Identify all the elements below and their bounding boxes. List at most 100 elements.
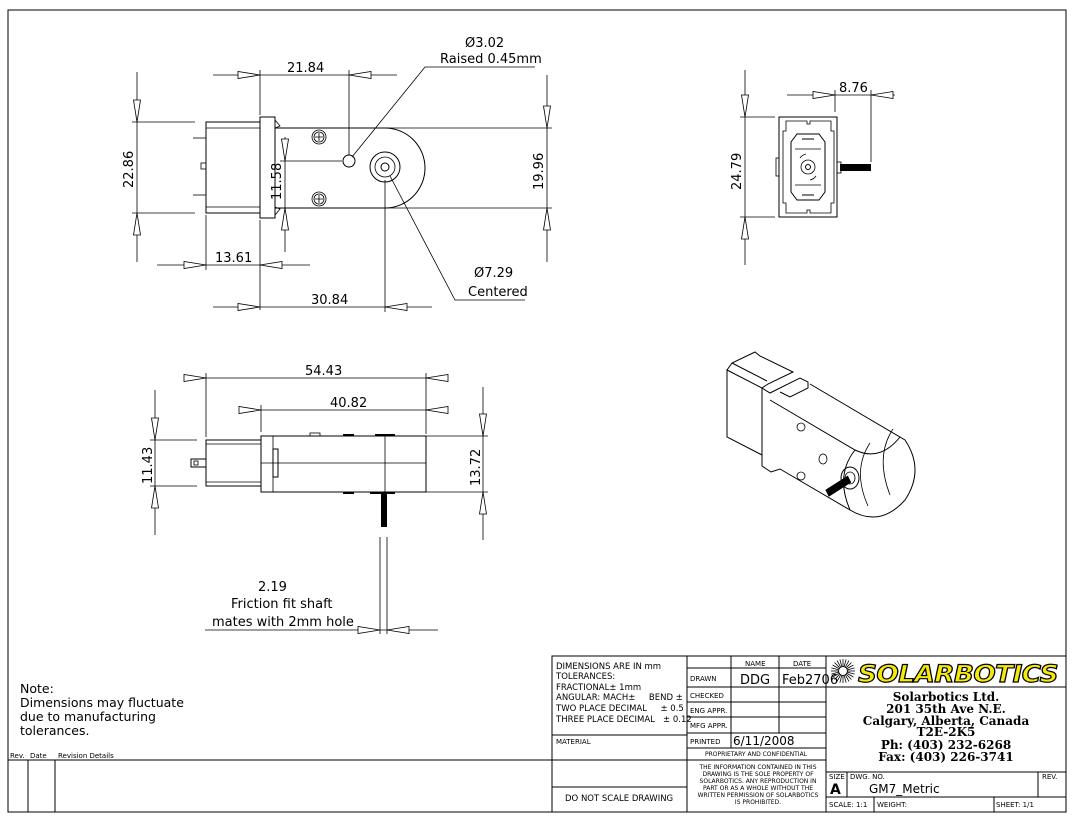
address-line: Calgary, Alberta, Canada <box>863 714 1030 728</box>
dim-13-61: 13.61 <box>215 251 252 266</box>
legal-notice: THE INFORMATION CONTAINED IN THIS DRAWIN… <box>698 764 819 806</box>
title-block: DIMENSIONS ARE IN mm TOLERANCES: FRACTIO… <box>551 655 1067 813</box>
output-shaft-end <box>840 164 871 171</box>
drawn-name: DDG <box>740 673 770 688</box>
tolerance-line: THREE PLACE DECIMAL ± 0.12 <box>555 715 692 725</box>
hole-raised-note: Raised 0.45mm <box>440 52 542 67</box>
dimension-arrow <box>183 374 207 382</box>
dim-22-86: 22.86 <box>122 151 137 188</box>
dimension-arrow <box>812 91 836 99</box>
scale-label: SCALE: 1:1 <box>829 801 867 809</box>
name-header: NAME <box>745 660 766 668</box>
legal-line: SOLARBOTICS. ANY REPRODUCTION IN <box>700 778 817 785</box>
revision-block: Rev. Date Revision Details <box>8 752 552 812</box>
sun-icon <box>831 659 855 683</box>
do-not-scale-label: DO NOT SCALE DRAWING <box>565 794 673 804</box>
company-address: Solarbotics Ltd. 201 35th Ave N.E. Calga… <box>863 690 1030 764</box>
size-value: A <box>830 782 841 798</box>
drawn-date: Feb2706 <box>782 673 838 688</box>
dimension-arrow <box>741 216 749 240</box>
shaft-diameter-callout: Ø7.29 <box>474 266 513 281</box>
eng-appr-label: ENG APPR. <box>690 707 727 715</box>
shaft-fit-note-1: Friction fit shaft <box>231 597 333 612</box>
motor-body <box>205 121 261 214</box>
drawn-label: DRAWN <box>690 675 717 683</box>
top-view: Ø3.02 Raised 0.45mm Ø7.29 Centered <box>193 36 552 301</box>
tolerance-line: DIMENSIONS ARE IN mm <box>556 662 661 672</box>
dimension-arrow <box>741 94 749 118</box>
address-line: Ph: (403) 232-6268 <box>881 738 1011 752</box>
screw-icon <box>311 191 327 207</box>
tolerance-line: TWO PLACE DECIMAL ± 0.5 <box>555 704 684 714</box>
motor-flange <box>259 116 276 219</box>
dim-13-72: 13.72 <box>469 449 484 486</box>
dimensions <box>132 70 895 634</box>
dimension-arrow <box>870 91 894 99</box>
shaft-fit-note-2: mates with 2mm hole <box>212 615 354 630</box>
drawing-number: GM7_Metric <box>869 782 940 796</box>
dim-21-84: 21.84 <box>287 61 324 76</box>
dim-8-76: 8.76 <box>839 81 868 96</box>
sheet-border <box>7 9 1067 813</box>
dimension-arrow <box>425 406 449 414</box>
dimension-arrow <box>543 207 551 231</box>
dimension-arrow <box>133 212 141 236</box>
dimension-arrow <box>281 138 289 162</box>
isometric-view <box>726 351 916 518</box>
address-line: Fax: (403) 226-3741 <box>878 750 1013 764</box>
note-line: tolerances. <box>20 723 89 738</box>
dimension-arrow <box>479 413 487 437</box>
dim-40-82: 40.82 <box>330 396 367 411</box>
legal-line: DRAWING IS THE SOLE PROPERTY OF <box>702 771 814 778</box>
shaft-centered-note: Centered <box>468 285 528 300</box>
legal-line: WRITTEN PERMISSION OF SOLARBOTICS <box>698 792 819 799</box>
dimension-arrow <box>479 491 487 515</box>
rev-label: REV. <box>1042 773 1057 781</box>
hole-diameter-callout: Ø3.02 <box>465 36 504 51</box>
dimension-arrow <box>151 417 159 441</box>
output-shaft-side <box>381 494 387 527</box>
legal-line: IS PROHIBITED. <box>735 799 781 806</box>
dimension-arrow <box>348 71 372 79</box>
rev-header: Rev. <box>10 752 25 760</box>
size-label: SIZE <box>829 773 845 781</box>
dimension-arrow <box>237 303 261 311</box>
dim-24-79: 24.79 <box>730 153 745 190</box>
proprietary-label: PROPRIETARY AND CONFIDENTIAL <box>705 751 808 758</box>
date-header: Date <box>30 752 47 760</box>
solarbotics-logo: SOLARBOTICS <box>831 659 1059 689</box>
dim-2-19: 2.19 <box>258 580 287 595</box>
dimension-arrow <box>384 303 408 311</box>
dim-11-58: 11.58 <box>270 163 285 200</box>
printed-label: PRINTED <box>690 738 720 746</box>
output-shaft-top <box>369 151 401 183</box>
dim-19-96: 19.96 <box>532 153 547 190</box>
material-label: MATERIAL <box>556 738 591 746</box>
legal-line: PART OR AS A WHOLE WITHOUT THE <box>703 785 813 792</box>
tolerance-line: ANGULAR: MACH± BEND ± <box>556 693 683 703</box>
dimension-arrow <box>425 374 449 382</box>
logo-text: SOLARBOTICS <box>858 660 1058 688</box>
legal-line: THE INFORMATION CONTAINED IN THIS <box>698 764 816 771</box>
dimension-arrow <box>237 71 261 79</box>
note-line: due to manufacturing <box>20 709 156 724</box>
date-header: DATE <box>793 660 811 668</box>
dimension-arrow <box>386 626 410 634</box>
address-line: Solarbotics Ltd. <box>893 690 1000 704</box>
dimension-arrow <box>543 105 551 129</box>
address-line: T2E-2K5 <box>917 725 976 739</box>
dim-11-43: 11.43 <box>141 447 156 484</box>
dwg-no-label: DWG. NO. <box>850 773 885 781</box>
checked-label: CHECKED <box>690 692 724 700</box>
gearbox-outline <box>275 127 426 209</box>
sheet-label: SHEET: 1/1 <box>996 801 1034 809</box>
printed-date: 6/11/2008 <box>733 734 795 748</box>
tolerance-line: FRACTIONAL± 1mm <box>556 683 641 693</box>
note-line: Note: <box>20 681 54 696</box>
note: Note: Dimensions may fluctuate due to ma… <box>20 681 184 738</box>
mfg-appr-label: MFG APPR. <box>690 722 728 730</box>
address-line: 201 35th Ave N.E. <box>886 702 1006 716</box>
dimension-arrow <box>151 485 159 509</box>
dimension-arrow <box>281 207 289 231</box>
